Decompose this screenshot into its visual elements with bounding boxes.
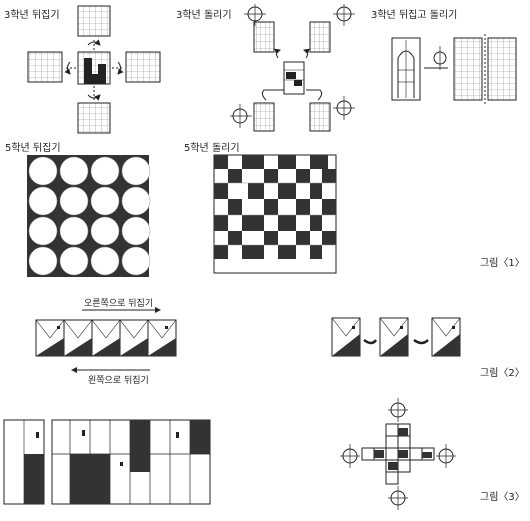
grid-tile-left (27, 51, 63, 83)
grade3-rotate-diagram (230, 4, 355, 132)
figure-caption-1: 그림〈1〉 (480, 258, 525, 269)
grade5-flip-circles (27, 155, 151, 277)
figure-caption-3: 그림〈3〉 (480, 492, 525, 503)
flip-down-arrow-icon (87, 94, 101, 101)
rotate-arrow-icon (303, 48, 310, 59)
figure2-flip-strip (35, 307, 177, 373)
label-rotate-grade5: 5학년 돌리기 (184, 143, 240, 154)
grade3-flip-rotate-diagram (391, 34, 517, 104)
figure3-wide-pattern (51, 419, 211, 505)
flip-right-arrow-icon (117, 61, 124, 75)
figure-caption-2: 그림〈2〉 (480, 368, 525, 379)
grade3-flip-diagram (27, 5, 161, 134)
figure3-left-pattern (3, 419, 45, 505)
rotate-arrow-icon (363, 338, 378, 345)
grid-tile-bottom (77, 102, 111, 134)
label-flip-rotate-grade3: 3학년 뒤집고 돌리기 (371, 10, 458, 21)
flip-left-arrow-icon (64, 61, 71, 75)
grade5-rotate-tiling (213, 154, 337, 274)
label-rotate-grade3: 3학년 돌리기 (176, 10, 232, 21)
label-flip-right: 오른쪽으로 뒤집기 (84, 299, 154, 309)
figure3-cross-pattern (340, 398, 456, 510)
grid-tile-right (125, 51, 161, 83)
rotate-arrow-icon (413, 338, 429, 345)
label-flip-grade3: 3학년 뒤집기 (4, 10, 60, 21)
flip-up-arrow-icon (87, 39, 101, 46)
figure2-rotate-strip (331, 317, 461, 357)
center-pattern-shape (84, 58, 106, 84)
grid-tile-top (77, 5, 111, 37)
rotate-arrow-icon (274, 48, 281, 59)
label-flip-grade5: 5학년 뒤집기 (5, 143, 61, 154)
label-flip-left: 왼쪽으로 뒤집기 (88, 376, 149, 386)
